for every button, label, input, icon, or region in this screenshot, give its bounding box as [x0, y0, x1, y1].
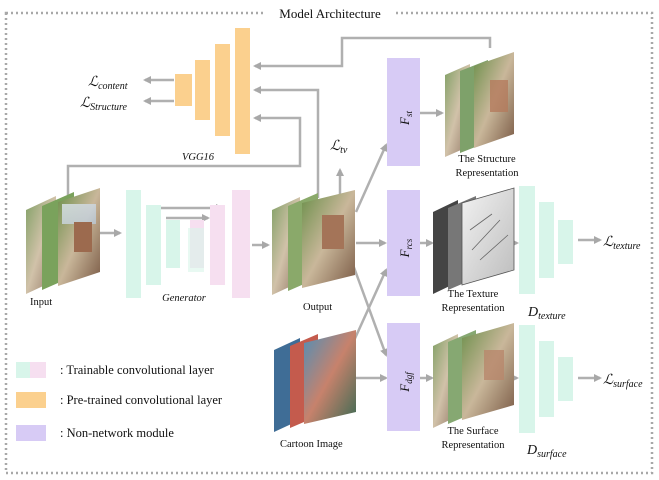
connections	[66, 36, 602, 382]
legend-module-text: : Non-network module	[60, 426, 174, 440]
svg-text:Dtexture: Dtexture	[527, 305, 566, 322]
arrow-structure-to-vgg	[253, 36, 492, 70]
arrow-output-to-fst	[354, 143, 388, 213]
vgg16-block: VGG16	[175, 28, 250, 163]
gen-layer	[126, 190, 141, 298]
f-symbol: F	[397, 383, 412, 393]
generator-block: Generator	[126, 190, 250, 304]
f-symbol: F	[397, 116, 412, 126]
loss-surface: ℒsurface	[603, 373, 643, 390]
discriminator-texture: Dtexture	[519, 186, 573, 322]
svg-text:ℒtexture: ℒtexture	[603, 235, 641, 252]
loss-symbol: ℒ	[603, 235, 614, 250]
texture-rep-label-1: The Texture	[448, 289, 499, 300]
svg-text:Fdgf: Fdgf	[397, 371, 414, 393]
module-frcs: Frcs	[387, 190, 420, 296]
svg-text:ℒStructure: ℒStructure	[80, 96, 128, 113]
svg-text:ℒtv: ℒtv	[330, 139, 348, 156]
d-texture-sub: texture	[538, 311, 566, 322]
loss-tv-sub: tv	[340, 145, 348, 156]
arrow-input-to-vgg	[66, 114, 302, 195]
input-image-stack: Input	[26, 188, 100, 308]
vgg-label: VGG16	[182, 152, 215, 163]
gen-layer	[188, 228, 204, 272]
surface-rep-label-1: The Surface	[447, 426, 498, 437]
title-backdrop	[264, 4, 396, 22]
arrow-output-to-vgg	[253, 86, 320, 198]
loss-symbol: ℒ	[88, 75, 99, 90]
module-fdgf: Fdgf	[387, 323, 420, 431]
diagram-title: Model Architecture	[279, 6, 381, 21]
structure-rep-label-1: The Structure	[458, 154, 516, 165]
cartoon-label: Cartoon Image	[280, 439, 343, 450]
output-image-building	[322, 215, 344, 249]
legend: : Trainable convolutional layer : Pre-tr…	[16, 362, 223, 441]
loss-symbol: ℒ	[80, 96, 91, 111]
surface-representation: The Surface Representation	[433, 323, 514, 451]
surface-rep-label-2: Representation	[442, 440, 506, 451]
texture-representation: The Texture Representation	[433, 187, 515, 314]
svg-text:ℒcontent: ℒcontent	[88, 75, 128, 92]
svg-text:Dsurface: Dsurface	[526, 443, 567, 460]
gen-layer	[210, 205, 225, 285]
cartoon-image	[304, 330, 356, 424]
loss-symbol: ℒ	[330, 139, 341, 154]
texture-rep-label-2: Representation	[442, 303, 506, 314]
loss-tv: ℒtv	[330, 139, 348, 156]
fst-sub: st	[404, 111, 414, 118]
loss-texture: ℒtexture	[603, 235, 641, 252]
d-symbol: D	[527, 305, 538, 320]
discriminator-surface: Dsurface	[519, 325, 573, 460]
loss-structure: ℒStructure	[80, 96, 128, 113]
loss-content-sub: content	[98, 81, 128, 92]
gen-layer	[232, 190, 250, 298]
f-symbol: F	[397, 248, 412, 258]
legend-pretrained: : Pre-trained convolutional layer	[16, 392, 223, 408]
legend-pretrained-text: : Pre-trained convolutional layer	[60, 393, 223, 407]
fdgf-sub: dgf	[404, 371, 414, 384]
legend-trainable-text: : Trainable convolutional layer	[60, 363, 215, 377]
vgg-layer	[195, 60, 210, 120]
input-image-sky	[62, 204, 96, 224]
structure-rep-label-2: Representation	[456, 168, 520, 179]
generator-label: Generator	[162, 293, 207, 304]
legend-module: : Non-network module	[16, 425, 174, 441]
legend-trainable: : Trainable convolutional layer	[16, 362, 215, 378]
cartoon-image-stack: Cartoon Image	[274, 330, 356, 450]
loss-surface-sub: surface	[613, 379, 643, 390]
module-fst: Fst	[387, 58, 420, 166]
frame-border	[4, 11, 654, 475]
vgg-layer	[215, 44, 230, 136]
frcs-sub: rcs	[404, 238, 414, 249]
input-label: Input	[30, 297, 52, 308]
loss-texture-sub: texture	[613, 241, 641, 252]
vgg-layer	[175, 74, 192, 106]
loss-structure-sub: Structure	[90, 102, 127, 113]
svg-text:Frcs: Frcs	[397, 238, 414, 258]
arrow-cartoon-to-frcs	[350, 268, 388, 346]
d-symbol: D	[526, 443, 537, 458]
output-label: Output	[303, 302, 332, 313]
loss-symbol: ℒ	[603, 373, 614, 388]
output-image-stack: Output	[272, 190, 355, 313]
svg-text:ℒsurface: ℒsurface	[603, 373, 643, 390]
input-image-building	[74, 222, 92, 252]
gen-layer	[146, 205, 161, 285]
svg-text:Fst: Fst	[397, 111, 414, 126]
structure-representation: The Structure Representation	[445, 52, 519, 179]
vgg-layer	[235, 28, 250, 154]
d-surface-sub: surface	[537, 449, 567, 460]
loss-content: ℒcontent	[88, 75, 128, 92]
gen-layer	[166, 220, 180, 268]
